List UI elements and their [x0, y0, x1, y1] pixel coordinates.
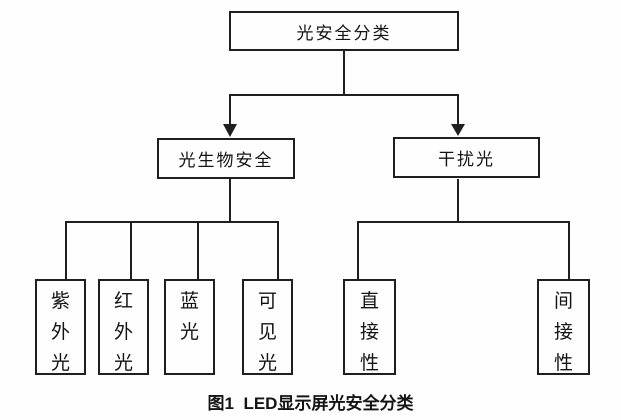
node-indirectness: 间接性 — [537, 279, 590, 375]
figure-caption: 图1 LED显示屏光安全分类 — [207, 394, 414, 413]
node-photobiological-safety: 光生物安全 — [157, 138, 295, 179]
node-label: 直接性 — [359, 291, 379, 374]
node-light-safety-classification: 光安全分类 — [229, 11, 459, 51]
node-ir-light: 红外光 — [98, 279, 149, 375]
node-label: 干扰光 — [438, 150, 495, 169]
node-label: 红外光 — [113, 291, 133, 374]
node-interference-light: 干扰光 — [393, 137, 540, 178]
node-label: 光安全分类 — [296, 23, 392, 43]
node-blue-light: 蓝光 — [164, 279, 215, 375]
node-directness: 直接性 — [343, 279, 396, 375]
node-label: 间接性 — [553, 291, 573, 374]
arrowhead-bio-icon — [223, 124, 237, 137]
node-visible-light: 可见光 — [242, 279, 293, 375]
arrowhead-interference-icon — [451, 124, 465, 136]
node-label: 蓝光 — [179, 291, 199, 343]
node-label: 光生物安全 — [178, 151, 274, 170]
node-label: 可见光 — [257, 291, 277, 374]
node-uv-light: 紫外光 — [35, 279, 86, 375]
node-label: 紫外光 — [50, 291, 70, 374]
